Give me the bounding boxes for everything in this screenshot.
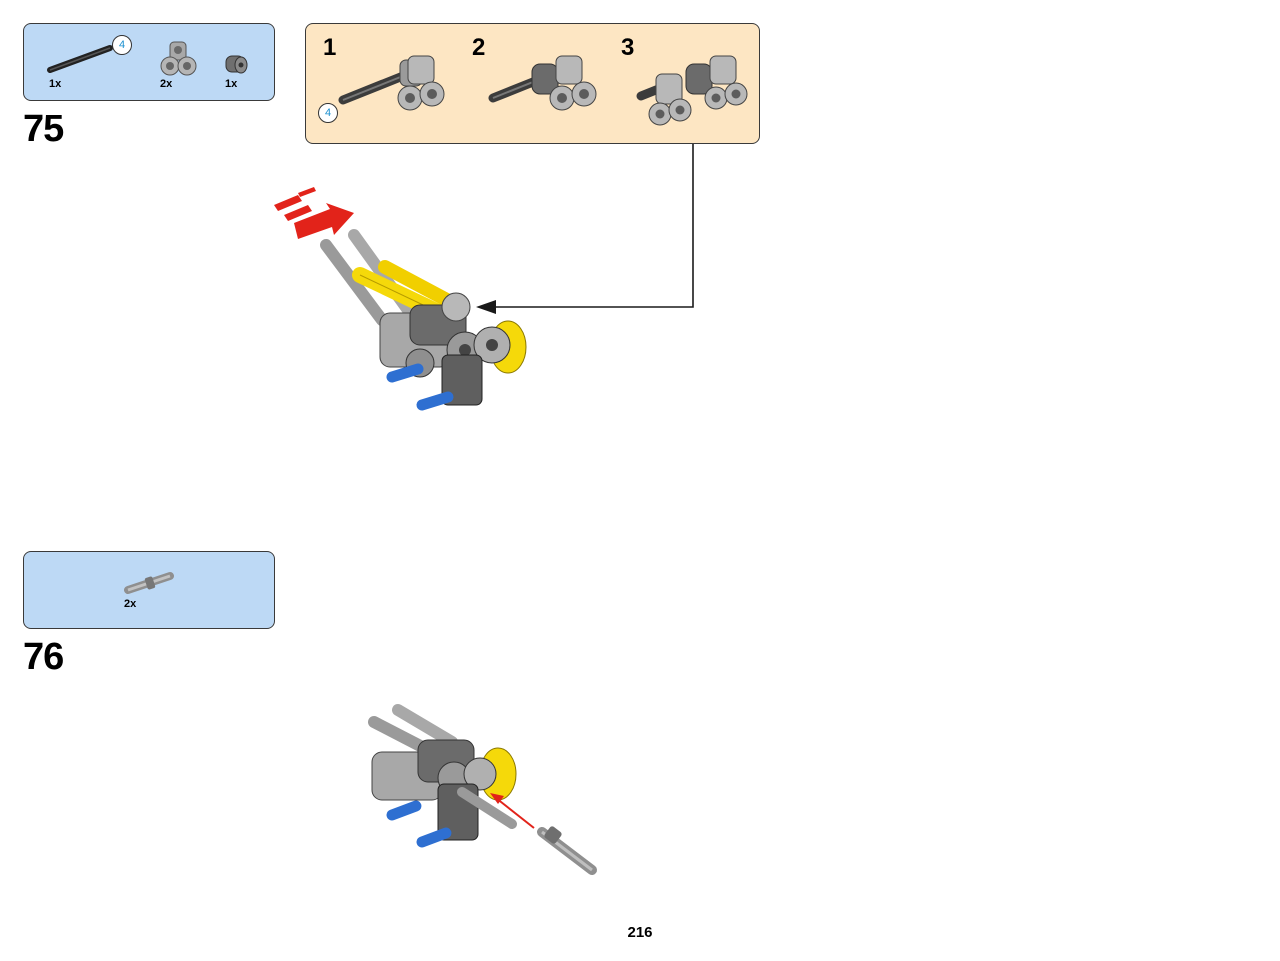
part-qty: 2x [124, 598, 137, 610]
page-number: 216 [627, 924, 653, 941]
step-76-model-illustration [368, 704, 597, 875]
part-qty: 1x [49, 78, 62, 90]
subassembly-step-3-illustration [636, 55, 748, 126]
subassembly-step-1-illustration [338, 55, 445, 111]
part-qty: 1x [225, 78, 238, 90]
double-pin-connector-icon [160, 41, 197, 76]
axle-icon [47, 45, 113, 73]
axle-length-badge: 4 [112, 35, 132, 55]
step-75-model-illustration [274, 187, 527, 411]
subassembly-step-2-illustration [488, 55, 597, 111]
substep-number: 1 [323, 34, 337, 61]
part-qty: 2x [160, 78, 173, 90]
substep-number: 2 [472, 34, 486, 61]
pin-with-axle-icon [124, 572, 174, 594]
substep-number: 3 [621, 34, 635, 61]
step-76-parts-list [23, 551, 275, 629]
axle-length-badge: 4 [318, 103, 338, 123]
step-number: 76 [23, 636, 64, 678]
step-number: 75 [23, 108, 64, 150]
bush-icon [225, 55, 248, 74]
